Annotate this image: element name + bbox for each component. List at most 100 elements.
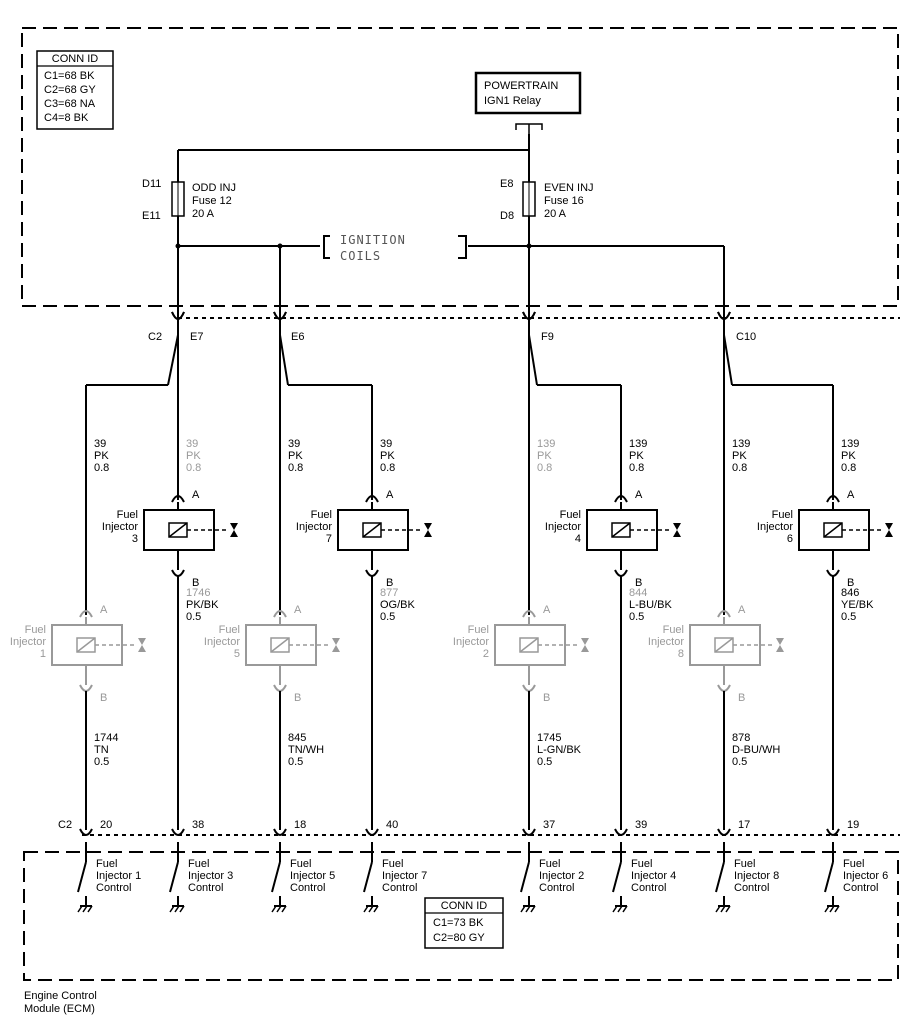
injector-label: Fuel — [560, 509, 581, 521]
injector-column — [273, 311, 432, 913]
wire-gauge: 0.8 — [288, 462, 303, 474]
fuse-name: EVEN INJ — [544, 182, 594, 194]
wire-gauge: 0.8 — [537, 462, 552, 474]
wire-color: TN — [94, 744, 109, 756]
injector-label: Injector — [757, 521, 793, 533]
ecm-label: Injector 6 — [843, 870, 888, 882]
pin-a-label: A — [100, 604, 108, 616]
injector-column — [522, 311, 681, 913]
wire-color: YE/BK — [841, 599, 874, 611]
wire-color: PK — [380, 450, 395, 462]
conn-id-line: C3=68 NA — [44, 98, 96, 110]
ecm-pin-number: 37 — [543, 819, 555, 831]
wire-gauge: 0.5 — [732, 756, 747, 768]
fuse-number: Fuse 12 — [192, 195, 232, 207]
injector-label: Injector — [102, 521, 138, 533]
fuse-pin: E11 — [142, 210, 161, 222]
injector-label: Fuel — [219, 624, 240, 636]
wire-circuit: 39 — [380, 438, 392, 450]
pin-b-label: B — [386, 577, 393, 589]
pin-a-label: A — [294, 604, 302, 616]
conn-id-line: C4=8 BK — [44, 112, 89, 124]
fuse-bus — [177, 134, 725, 320]
pin-a-label: A — [847, 489, 855, 501]
ecm-label: Control — [96, 882, 131, 894]
injector-number: 3 — [132, 533, 138, 545]
ecm-label: Injector 7 — [382, 870, 427, 882]
wire-circuit: 139 — [841, 438, 859, 450]
pin-b-label: B — [738, 692, 745, 704]
wire-gauge: 0.8 — [186, 462, 201, 474]
injector-column — [717, 311, 893, 913]
relay-line2: IGN1 Relay — [484, 95, 541, 107]
conn-id-title: CONN ID — [441, 900, 488, 912]
wire-gauge: 0.8 — [629, 462, 644, 474]
ecm-pin-number: 39 — [635, 819, 647, 831]
relay-line1: POWERTRAIN — [484, 80, 558, 92]
pin-a-label: A — [386, 489, 394, 501]
injector-number: 8 — [678, 648, 684, 660]
ignition-line2: COILS — [340, 249, 381, 263]
ecm-label: Fuel — [843, 858, 864, 870]
fuse-pin: E8 — [500, 178, 513, 190]
wire-circuit: 39 — [94, 438, 106, 450]
injector-label: Injector — [453, 636, 489, 648]
wire-gauge: 0.5 — [94, 756, 109, 768]
wire-color: PK — [94, 450, 109, 462]
injector-column — [689, 311, 784, 913]
injector-number: 4 — [575, 533, 581, 545]
wire-color: PK — [186, 450, 201, 462]
ecm-pin-number: 18 — [294, 819, 306, 831]
pin-b-label: B — [100, 692, 107, 704]
injector-label: Fuel — [311, 509, 332, 521]
conn-id-line: C1=68 BK — [44, 70, 95, 82]
injector-number: 5 — [234, 648, 240, 660]
ecm-label: Control — [631, 882, 666, 894]
injector-column — [51, 311, 185, 913]
wire-circuit: 139 — [629, 438, 647, 450]
injector-number: 1 — [40, 648, 46, 660]
wire-color: PK/BK — [186, 599, 219, 611]
fuse-number: Fuse 16 — [544, 195, 584, 207]
fuse-rating: 20 A — [544, 208, 567, 220]
pin-b-label: B — [543, 692, 550, 704]
fuse-rating: 20 A — [192, 208, 215, 220]
pin-b-label: B — [847, 577, 854, 589]
pin-a-label: A — [543, 604, 551, 616]
ecm-label: Control — [539, 882, 574, 894]
injector-label: Fuel — [663, 624, 684, 636]
ecm-label: Control — [382, 882, 417, 894]
wire-color: PK — [629, 450, 644, 462]
powertrain-relay: POWERTRAIN IGN1 Relay — [474, 71, 582, 134]
pin-b-label: B — [294, 692, 301, 704]
injector-label: Injector — [10, 636, 46, 648]
ecm-label: Fuel — [734, 858, 755, 870]
injector-label: Injector — [648, 636, 684, 648]
fuse-odd-inj: D11 E11 ODD INJ Fuse 12 20 A — [142, 178, 236, 222]
fuse-pin: D8 — [500, 210, 514, 222]
ecm-label: Control — [290, 882, 325, 894]
injector-label: Fuel — [25, 624, 46, 636]
ecm-label: Injector 5 — [290, 870, 335, 882]
wire-gauge: 0.5 — [380, 611, 395, 623]
wire-color: PK — [841, 450, 856, 462]
ecm-label: Control — [843, 882, 878, 894]
ecm-label: Injector 1 — [96, 870, 141, 882]
wire-circuit: 39 — [288, 438, 300, 450]
ecm-name-line2: Module (ECM) — [24, 1003, 95, 1015]
ecm-label: Injector 3 — [188, 870, 233, 882]
fuse-even-inj: E8 D8 EVEN INJ Fuse 16 20 A — [500, 178, 594, 222]
wire-gauge: 0.8 — [732, 462, 747, 474]
ecm-label: Fuel — [96, 858, 117, 870]
conn-id-bottom: CONN ID C1=73 BK C2=80 GY — [424, 897, 504, 949]
wire-color: L-BU/BK — [629, 599, 672, 611]
pin-label: F9 — [541, 331, 554, 343]
conn-id-top: CONN ID C1=68 BK C2=68 GY C3=68 NA C4=8 … — [36, 50, 114, 130]
wire-color: OG/BK — [380, 599, 416, 611]
injector-column — [245, 311, 340, 913]
wire-circuit: 878 — [732, 732, 750, 744]
wire-circuit: 1746 — [186, 587, 210, 599]
pin-label: E6 — [291, 331, 304, 343]
ecm-name-line1: Engine Control — [24, 990, 97, 1002]
